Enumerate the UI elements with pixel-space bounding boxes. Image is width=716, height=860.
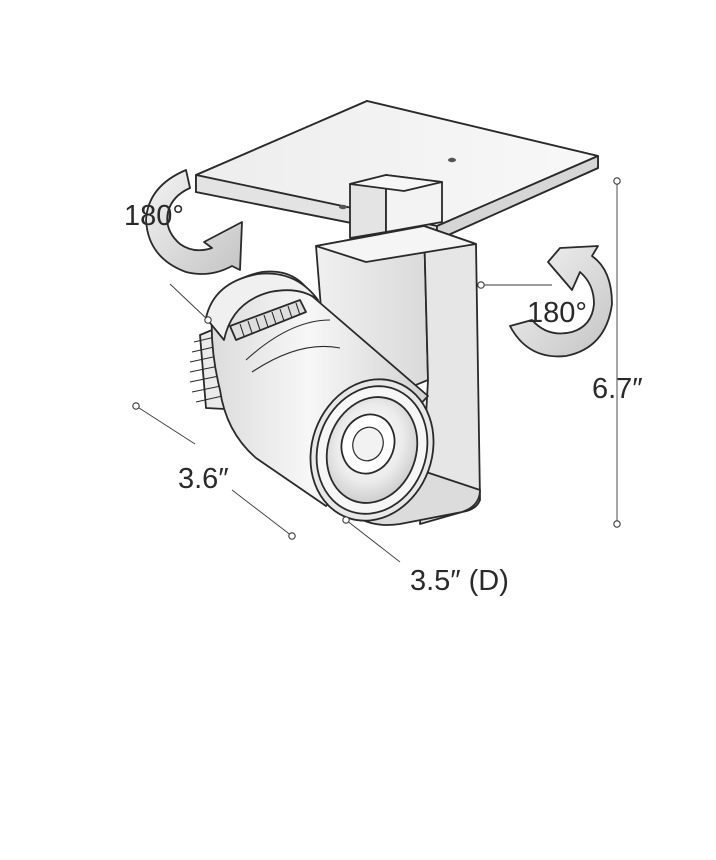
height-label: 6.7″ (592, 373, 643, 405)
width-dimension-line (132, 402, 296, 540)
lens-face (309, 378, 435, 522)
height-dimension-line (613, 177, 621, 528)
diameter-dimension-line (342, 516, 401, 563)
yoke-leader-line (477, 281, 552, 289)
rotation-arrow-top-left-icon (145, 169, 243, 275)
rotation-label-right: 180° (527, 297, 587, 329)
width-label: 3.6″ (178, 463, 229, 495)
stem (349, 174, 443, 239)
head-leader-line (169, 283, 212, 324)
diameter-label: 3.5″ (D) (410, 565, 509, 597)
rotation-arrow-right-icon (509, 245, 613, 358)
rotation-label-top-left: 180° (124, 200, 184, 232)
